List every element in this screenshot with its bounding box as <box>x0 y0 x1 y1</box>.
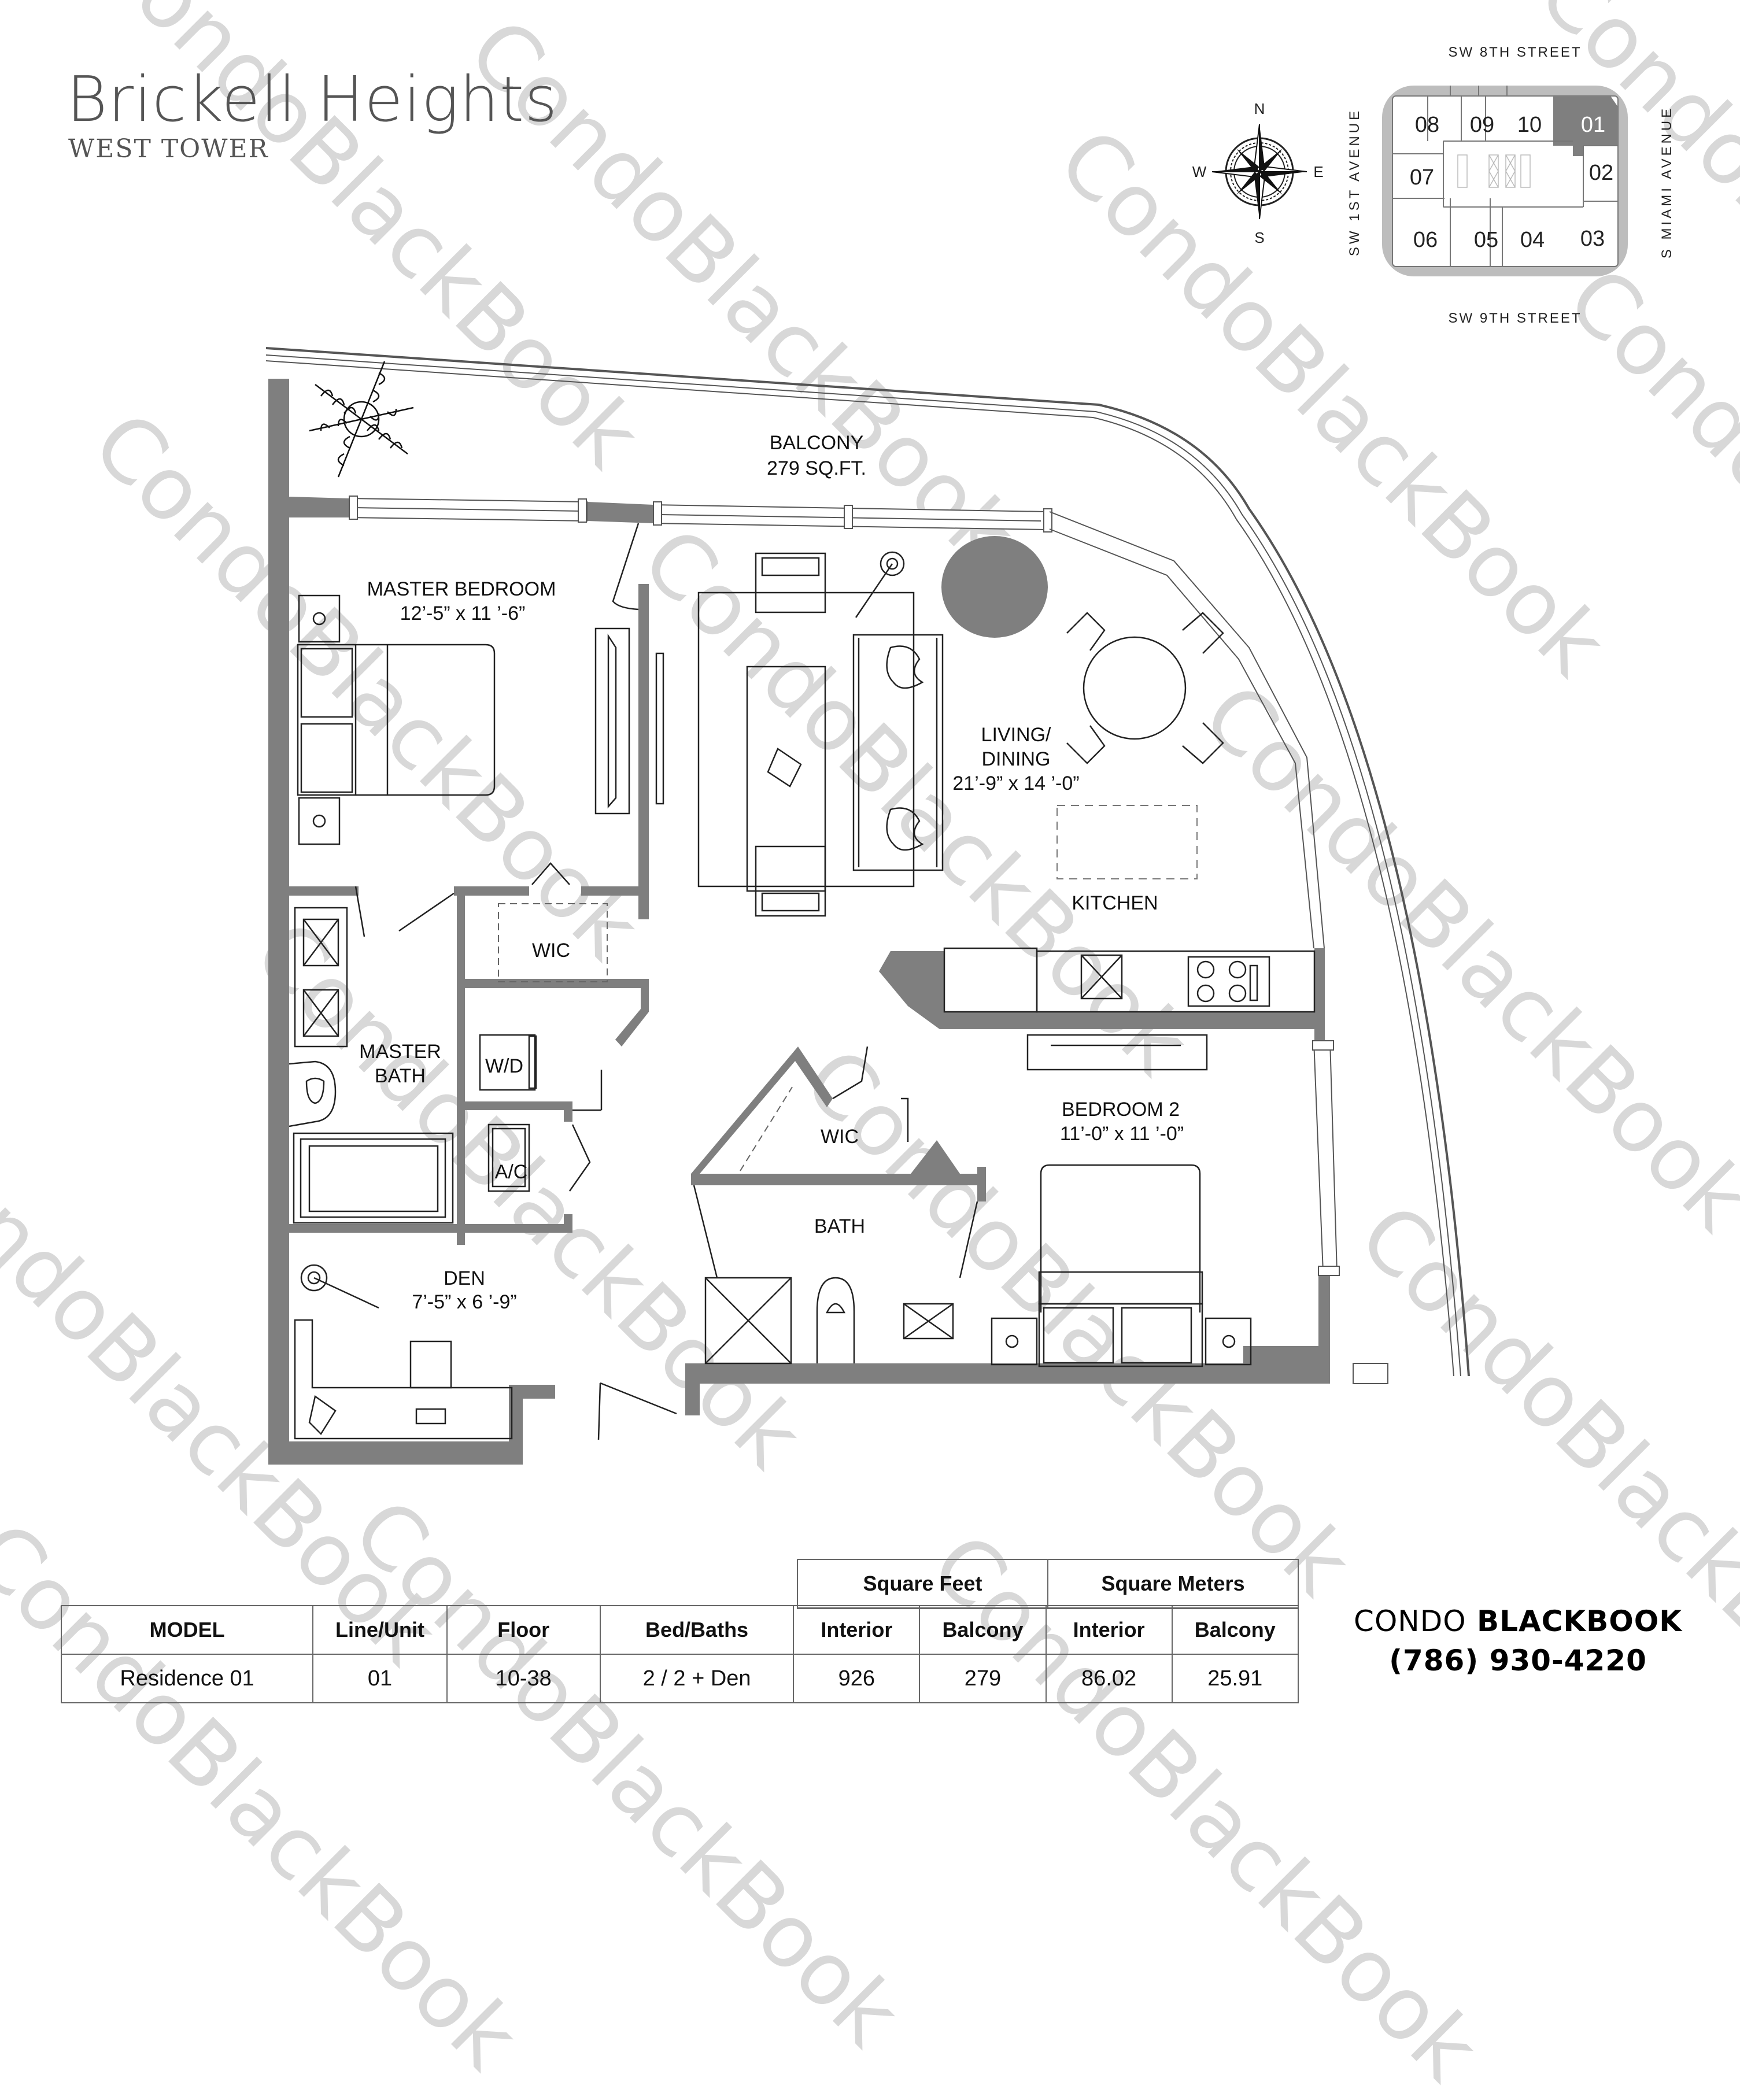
floor-plan-drawing: N S E W SW 8TH STREET SW 9TH STREET SW 1… <box>265 45 1675 1465</box>
ac-label: A/C <box>495 1161 528 1183</box>
sqm-group-header: Square Meters <box>1047 1559 1299 1609</box>
compass-rose-icon: N S E W <box>1192 100 1324 246</box>
wic-2-label: WIC <box>821 1126 859 1148</box>
compass-w: W <box>1192 163 1207 180</box>
cell-model: Residence 01 <box>60 1654 314 1703</box>
cell-sqm-balcony: 25.91 <box>1171 1654 1299 1703</box>
keyplan-unit-04: 04 <box>1520 228 1545 252</box>
brand-name-light: CONDO <box>1354 1604 1466 1638</box>
wd-label: W/D <box>485 1055 523 1077</box>
master-bath-label-2: BATH <box>375 1065 426 1087</box>
cell-sqft-balcony: 279 <box>919 1654 1047 1703</box>
brand-phone[interactable]: (786) 930-4220 <box>1389 1644 1647 1677</box>
master-bedroom-size: 12’-5” x 11 ’-6” <box>400 602 526 624</box>
compass-n: N <box>1254 100 1265 117</box>
cell-line-unit: 01 <box>312 1654 448 1703</box>
col-sqft-balcony: Balcony <box>919 1605 1047 1655</box>
keyplan-unit-02: 02 <box>1589 161 1613 185</box>
master-bedroom-label: MASTER BEDROOM <box>367 578 556 600</box>
window-north <box>349 496 1052 533</box>
balcony-label: BALCONY <box>770 432 864 454</box>
col-bed-baths: Bed/Baths <box>599 1605 795 1655</box>
cell-bed-baths: 2 / 2 + Den <box>599 1654 795 1703</box>
bedroom-2-label: BEDROOM 2 <box>1062 1099 1180 1121</box>
spec-header-row: MODEL Line/Unit Floor Bed/Baths Interior… <box>60 1605 1299 1655</box>
plant-icon <box>309 361 414 478</box>
street-east: S MIAMI AVENUE <box>1659 106 1675 258</box>
cell-floor: 10-38 <box>446 1654 601 1703</box>
round-ottoman <box>941 536 1048 638</box>
compass-e: E <box>1313 163 1323 180</box>
street-north: SW 8TH STREET <box>1448 45 1582 60</box>
keyplan-unit-10: 10 <box>1517 113 1542 137</box>
compass-s: S <box>1254 229 1264 246</box>
living-dining-label-1: LIVING/ <box>981 724 1051 746</box>
col-sqm-balcony: Balcony <box>1171 1605 1299 1655</box>
walls <box>268 379 1330 1465</box>
den-size: 7’-5” x 6 ’-9” <box>412 1291 516 1313</box>
living-dining-size: 21’-9” x 14 ’-0” <box>952 772 1079 794</box>
bedroom-2-size: 11’-0” x 11 ’-0” <box>1060 1123 1184 1145</box>
balcony-edge <box>265 347 1470 1377</box>
col-sqm-interior: Interior <box>1045 1605 1173 1655</box>
den-label: DEN <box>444 1267 485 1289</box>
brand-block: CONDO BLACKBOOK (786) 930-4220 <box>1330 1602 1706 1680</box>
brand-name: CONDO BLACKBOOK <box>1330 1602 1706 1641</box>
project-title: Brickell Heights <box>67 64 558 136</box>
key-plan: SW 8TH STREET SW 9TH STREET SW 1ST AVENU… <box>1347 45 1675 326</box>
sqft-group-header: Square Feet <box>797 1559 1048 1609</box>
keyplan-unit-05: 05 <box>1474 228 1498 252</box>
master-bath-label-1: MASTER <box>359 1041 441 1063</box>
unit-spec-table: Square Feet Square Meters <box>797 1559 1299 1609</box>
unit-detail-table: MODEL Line/Unit Floor Bed/Baths Interior… <box>60 1605 1299 1703</box>
bath-label: BATH <box>814 1215 865 1237</box>
keyplan-unit-07: 07 <box>1410 165 1434 190</box>
balcony-size: 279 SQ.FT. <box>767 457 866 479</box>
spec-group-header-row: Square Feet Square Meters <box>797 1559 1299 1609</box>
street-west: SW 1ST AVENUE <box>1347 108 1362 256</box>
col-floor: Floor <box>446 1605 601 1655</box>
keyplan-unit-01: 01 <box>1581 113 1605 137</box>
spec-data-row: Residence 01 01 10-38 2 / 2 + Den 926 27… <box>60 1654 1299 1703</box>
cell-sqft-interior: 926 <box>793 1654 921 1703</box>
furniture <box>289 523 1316 1440</box>
street-south: SW 9TH STREET <box>1448 310 1582 326</box>
col-sqft-interior: Interior <box>793 1605 921 1655</box>
col-model: MODEL <box>60 1605 314 1655</box>
living-dining-label-2: DINING <box>982 748 1051 770</box>
master-wic-label: WIC <box>532 940 570 962</box>
kitchen-label: KITCHEN <box>1072 892 1158 914</box>
tower-subtitle: WEST TOWER <box>68 134 269 164</box>
keyplan-unit-06: 06 <box>1413 228 1438 252</box>
window-east <box>1049 511 1388 1384</box>
col-line-unit: Line/Unit <box>312 1605 448 1655</box>
cell-sqm-interior: 86.02 <box>1045 1654 1173 1703</box>
keyplan-unit-09: 09 <box>1470 113 1494 137</box>
brand-name-bold: BLACKBOOK <box>1476 1604 1682 1638</box>
keyplan-unit-03: 03 <box>1580 227 1605 251</box>
keyplan-unit-08: 08 <box>1415 113 1439 137</box>
